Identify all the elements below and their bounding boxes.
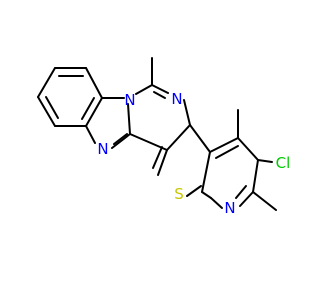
bond <box>252 191 277 211</box>
bond <box>85 125 96 144</box>
bond <box>113 133 128 145</box>
bond <box>111 133 131 149</box>
bond <box>81 97 95 120</box>
bond <box>151 84 169 94</box>
bond <box>127 103 131 135</box>
atom-label-n: N <box>171 90 182 108</box>
bond <box>210 197 223 209</box>
bond <box>257 159 273 163</box>
bond <box>153 91 166 99</box>
atom-label-cl: Cl <box>276 154 291 172</box>
bond <box>183 99 191 126</box>
bond <box>186 185 202 197</box>
bond <box>45 96 59 119</box>
bond <box>237 137 259 161</box>
bond <box>37 67 56 98</box>
bond <box>152 146 163 169</box>
bond <box>201 151 211 193</box>
bond <box>215 145 239 159</box>
molecule-canvas: N N N N S Cl <box>37 57 291 217</box>
bond-skeleton <box>37 57 277 211</box>
bond <box>135 84 153 95</box>
bond <box>201 191 212 199</box>
bond <box>37 96 56 127</box>
bond <box>239 191 254 207</box>
atom-label-n: N <box>224 199 235 217</box>
bond <box>166 124 191 151</box>
atom-labels: N N N N S Cl <box>97 90 290 217</box>
molecule-structure-diagram: N N N N S Cl <box>37 57 290 217</box>
bond <box>235 185 247 199</box>
bond <box>189 124 211 153</box>
bond <box>252 159 259 193</box>
bond <box>209 137 239 153</box>
bond <box>85 67 103 99</box>
atom-label-s: S <box>174 185 184 203</box>
atom-label-n: N <box>97 140 108 158</box>
bond <box>157 149 168 176</box>
atom-label-n: N <box>124 91 135 109</box>
bond <box>85 97 103 127</box>
